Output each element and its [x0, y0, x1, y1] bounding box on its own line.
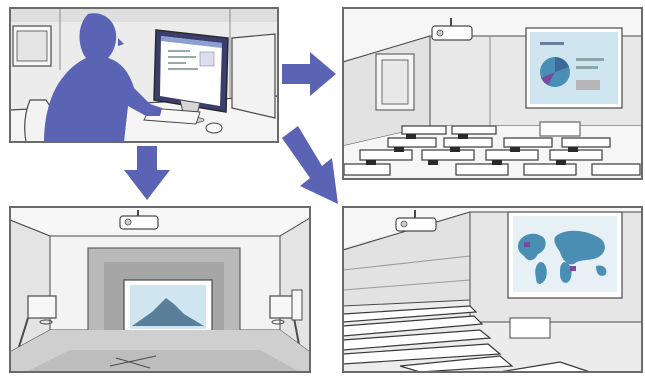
- operator-desk-panel: [10, 8, 278, 142]
- arrow-to-lecture-hall: [282, 126, 338, 204]
- classroom-panel: [343, 8, 642, 179]
- pie-chart-icon: [540, 57, 570, 87]
- gymnasium-hall-panel: [10, 207, 310, 372]
- screen-icon: [526, 28, 622, 108]
- arrow-to-gymnasium: [124, 146, 170, 200]
- lecture-hall-panel: [343, 207, 642, 372]
- screen-icon: [508, 212, 622, 298]
- mouse-icon: [206, 123, 222, 133]
- arrow-to-classroom: [282, 52, 336, 96]
- screen-icon: [124, 280, 212, 334]
